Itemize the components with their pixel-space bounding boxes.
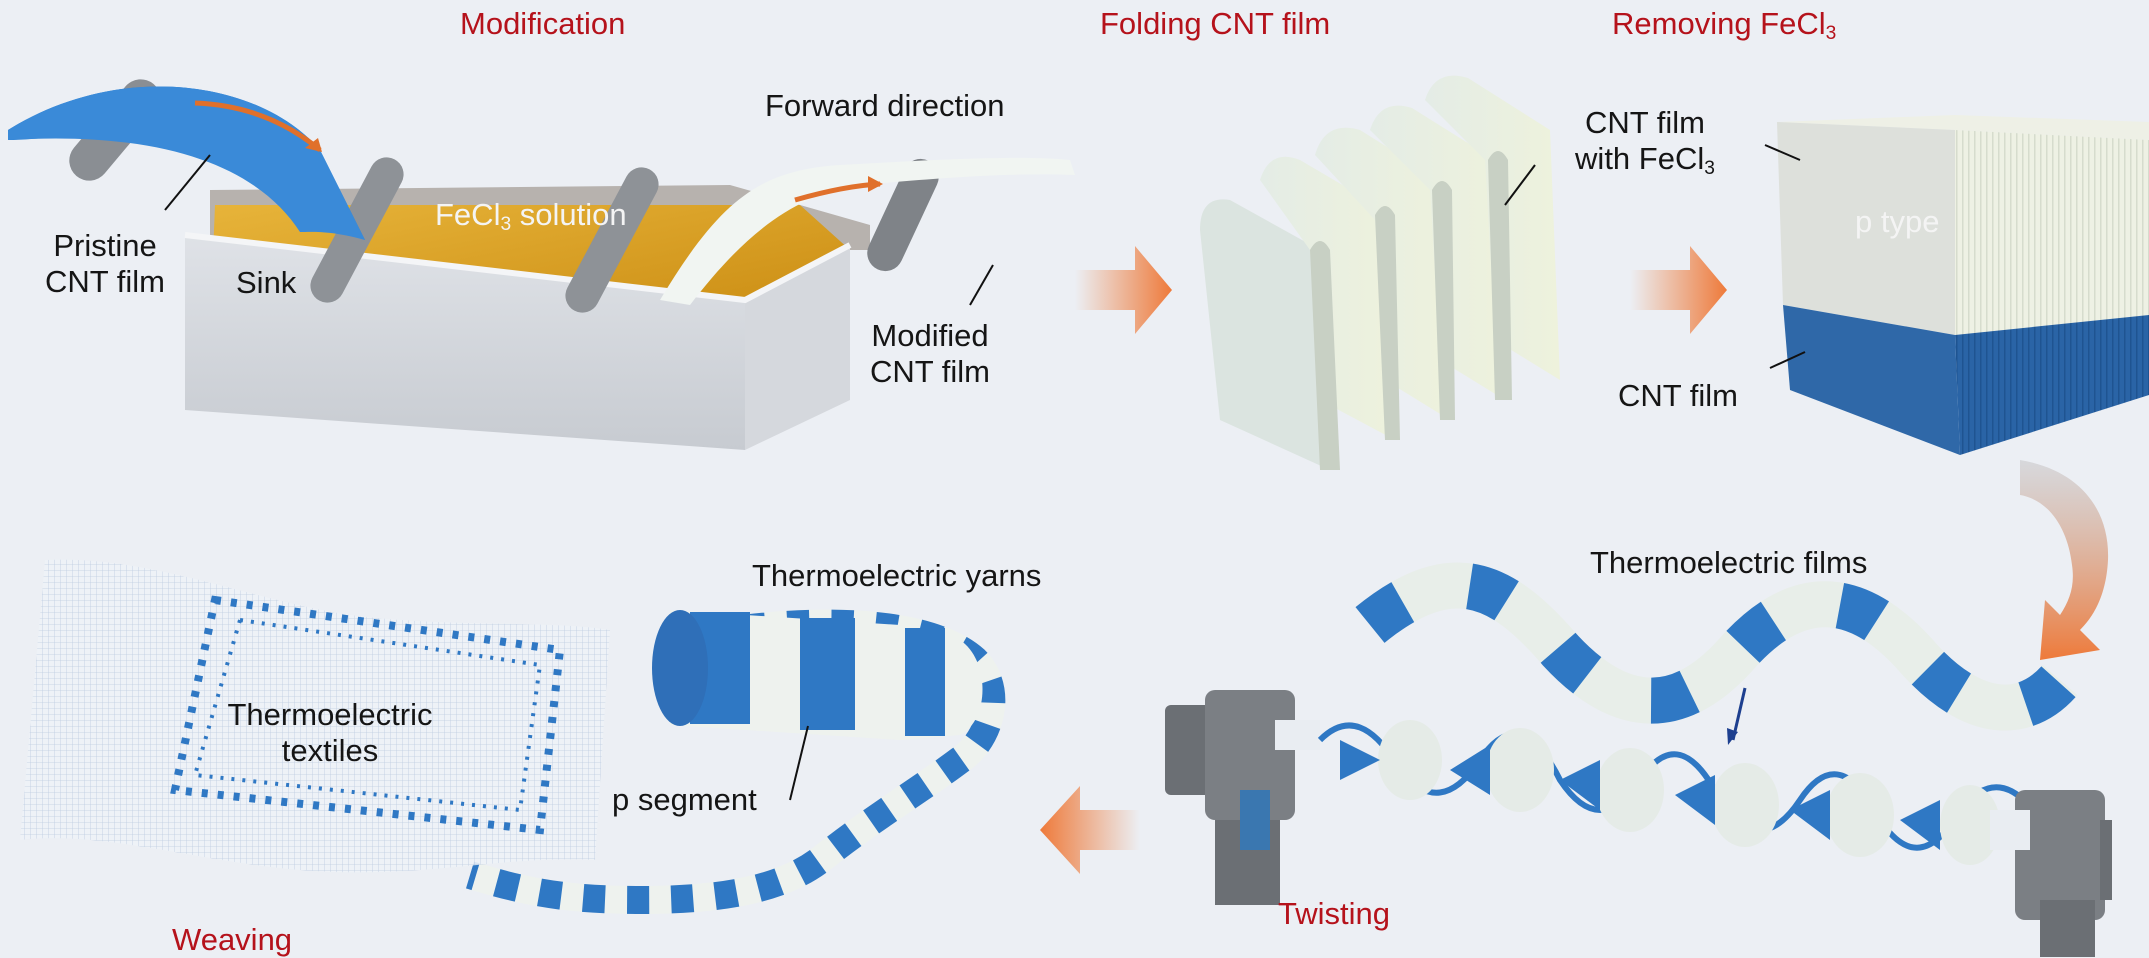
label-forward-direction: Forward direction	[765, 88, 1005, 123]
label-thermoelectric-textiles: Thermoelectric textiles	[227, 697, 433, 768]
label-modified-cnt-film: Modified CNT film	[870, 318, 990, 389]
label-thermoelectric-yarns: Thermoelectric yarns	[752, 558, 1042, 593]
modification-illustration	[8, 79, 1075, 450]
cube-top	[1777, 115, 2149, 140]
label-cnt-film-with-fecl3: CNT film with FeCl3	[1575, 105, 1715, 179]
sink-box-side	[745, 245, 850, 450]
folded-cnt-film	[1200, 75, 1560, 470]
label-fecl3-solution: FeCl3 solution	[435, 197, 627, 235]
leader-line-cube-bottom	[1769, 351, 1806, 369]
label-cnt-film: CNT film	[1618, 378, 1738, 413]
twisting-machine-left	[1165, 690, 1320, 905]
leader-line-cube-top	[1764, 144, 1801, 161]
label-thermoelectric-films: Thermoelectric films	[1590, 545, 1868, 580]
arrow-right-icon	[1630, 246, 1727, 334]
stage-label-weaving: Weaving	[172, 922, 293, 957]
cube-front-blue	[1783, 305, 1960, 455]
cube-side-white	[1955, 130, 2149, 335]
roller	[565, 167, 659, 313]
modified-cnt-film	[660, 157, 1075, 305]
stage-label-twisting: Twisting	[1278, 896, 1390, 931]
leader-line-p-segment	[789, 725, 809, 801]
cube-front-white	[1777, 122, 1955, 335]
twisted-film	[1317, 720, 2043, 865]
arrow-right-icon	[1075, 246, 1172, 334]
label-p-type: p type	[1855, 204, 1940, 239]
leader-line-modified	[969, 264, 994, 306]
forward-arrow-icon	[194, 100, 322, 152]
stage-label-removing: Removing FeCl3	[1612, 6, 1837, 44]
leader-line-cnt-fecl3	[1504, 164, 1536, 206]
p-type-cube	[1777, 115, 2149, 455]
stage-label-modification: Modification	[460, 6, 626, 41]
label-sink: Sink	[236, 265, 297, 300]
label-pristine-cnt-film: Pristine CNT film	[45, 228, 165, 299]
thermoelectric-film-strip	[1355, 562, 2078, 731]
roller	[867, 158, 939, 272]
stage-label-folding: Folding CNT film	[1100, 6, 1331, 41]
thermoelectric-textile	[20, 559, 610, 873]
thermoelectric-yarn	[465, 609, 1006, 915]
twisting-machine-right	[1990, 790, 2112, 957]
curved-arrow-icon	[2020, 460, 2109, 660]
label-p-segment: p segment	[612, 782, 757, 817]
arrow-left-icon	[1040, 786, 1140, 874]
cube-side-blue	[1955, 315, 2149, 455]
yarn-cylinder-end	[652, 610, 708, 726]
leader-line-pristine	[164, 154, 211, 211]
